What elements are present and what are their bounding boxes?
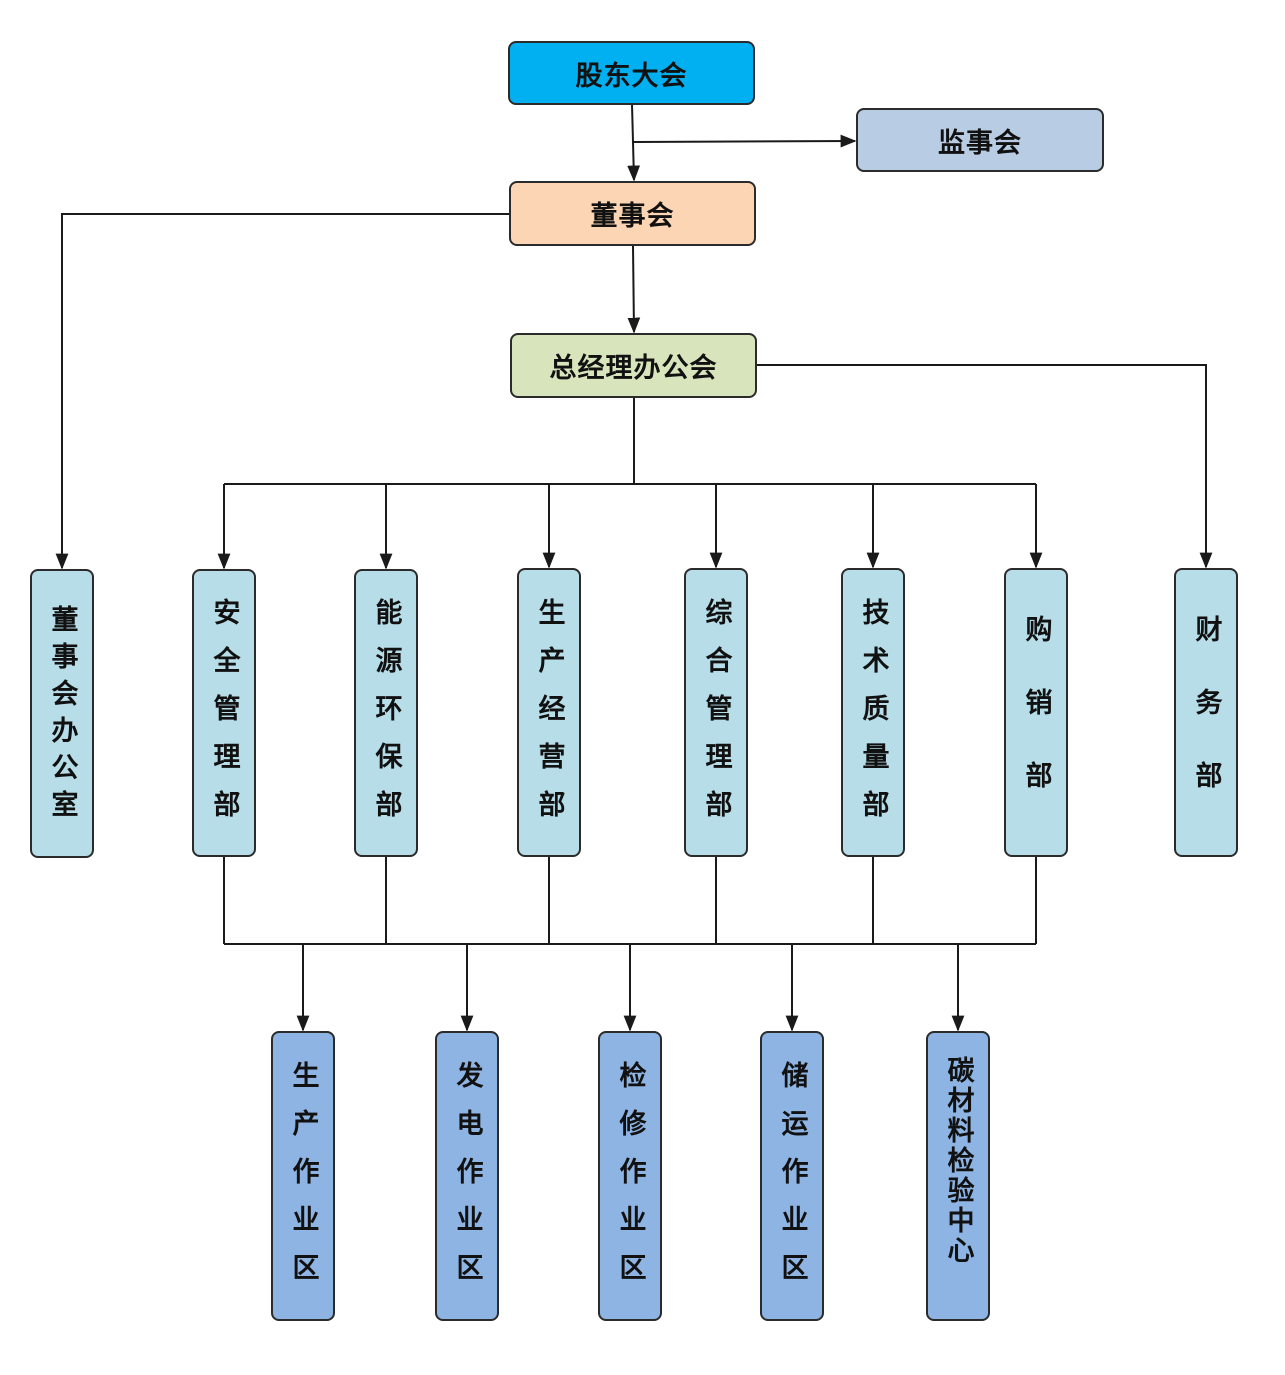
line-board-office bbox=[55, 213, 510, 570]
zone-production: 生产作业区 bbox=[271, 1031, 335, 1321]
zone-storage-transport: 储运作业区 bbox=[760, 1031, 824, 1321]
dept-purchasing-sales: 购销部 bbox=[1004, 568, 1068, 857]
supervisory-board-box: 监事会 bbox=[856, 108, 1104, 172]
zone-power-generation: 发电作业区 bbox=[435, 1031, 499, 1321]
shareholders-meeting-box: 股东大会 bbox=[508, 41, 755, 105]
board-of-directors-box: 董事会 bbox=[509, 181, 756, 246]
dept-board-office: 董事会办公室 bbox=[30, 569, 94, 858]
dept-production-operations: 生产经营部 bbox=[517, 568, 581, 857]
line-gm-finance bbox=[757, 364, 1213, 569]
dept-technical-quality: 技术质量部 bbox=[841, 568, 905, 857]
carbon-material-test-center: 碳材料检验中心 bbox=[926, 1031, 990, 1321]
gm-office-meeting-box: 总经理办公会 bbox=[510, 333, 757, 398]
dept-general-management: 综合管理部 bbox=[684, 568, 748, 857]
dept-energy-environment: 能源环保部 bbox=[354, 569, 418, 857]
line-to-supervisory bbox=[632, 134, 857, 148]
dept-finance: 财务部 bbox=[1174, 568, 1238, 857]
dept-safety-management: 安全管理部 bbox=[192, 569, 256, 857]
zone-maintenance: 检修作业区 bbox=[598, 1031, 662, 1321]
line-board-gm bbox=[627, 245, 641, 334]
